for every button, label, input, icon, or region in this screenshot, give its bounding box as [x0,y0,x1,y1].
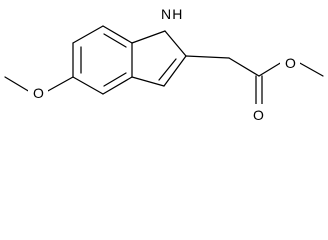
pyrrole-double-bond-inner [158,58,177,81]
ester-oxygen-label: O [285,55,296,71]
atom-labels: N H O O O [28,0,300,124]
benzene-double-bond-inner-top [103,33,127,48]
methoxy-group [4,76,74,93]
structure-canvas: N H O O O [4,0,324,124]
carbonyl-oxygen-mask [248,104,268,124]
nh-label: N H [161,6,182,22]
side-chain-bond-ring-ch2 [185,55,230,59]
benzene-ring [72,25,133,95]
benzene-double-bond-inner-bottom [103,72,127,87]
methyl-acetate-side-chain [185,55,324,107]
ester-oxygen-mask [280,53,300,73]
methoxy-bond-o-c [4,76,31,93]
pyrrole-ring [131,30,187,87]
benzene-bond-2 [102,25,133,44]
side-chain-bond-ch2-carbonyl [228,57,260,77]
methoxy-bond-ring-o [45,76,74,93]
ester-bond-o-methyl [297,61,324,77]
pyrrole-bond-c3-c3a [131,76,165,87]
pyrrole-bond-c2-c3 [163,55,187,87]
pyrrole-bond-n-c2 [164,30,187,57]
pyrrole-bond-c7a-n [131,30,166,44]
ester-bond-c-o [258,61,283,77]
benzene-bond-4 [102,76,133,95]
carbonyl-oxygen-label: O [253,107,264,123]
benzene-bond-1 [72,25,104,44]
nh-label-mask [155,0,181,24]
benzene-bond-5 [72,76,104,95]
methoxy-oxygen-label: O [33,85,44,101]
molecule-diagram: N H O O O [4,0,324,124]
methoxy-oxygen-mask [28,83,48,103]
